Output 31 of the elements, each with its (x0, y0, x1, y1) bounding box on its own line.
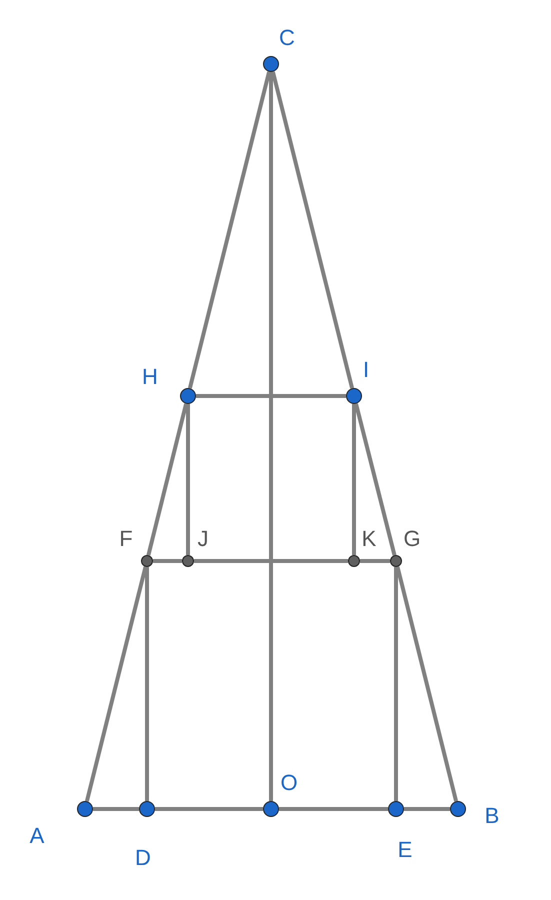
point-label: E (398, 838, 412, 862)
point-label: K (362, 527, 376, 551)
line-segment (352, 404, 356, 555)
point-label: A (30, 824, 44, 848)
point-label: D (135, 846, 151, 870)
line-segment (153, 559, 182, 563)
line-segment (404, 807, 450, 811)
point-label: O (280, 771, 298, 795)
line-segment (279, 807, 388, 811)
line-segment (93, 807, 139, 811)
point-label: H (142, 365, 158, 389)
point-label: I (362, 358, 370, 382)
line-segment (396, 566, 458, 802)
line-segment (360, 559, 390, 563)
line-segment (146, 403, 188, 556)
point-label: G (403, 527, 421, 551)
line-segment (354, 403, 396, 556)
line-segment (196, 394, 346, 398)
line-segment (145, 567, 149, 801)
point-label: F (119, 527, 133, 551)
line-segment (269, 72, 273, 801)
point-label: J (198, 527, 208, 551)
line-segment (155, 807, 263, 811)
line-segment (186, 404, 190, 555)
line-segment (194, 559, 348, 563)
line-segment (188, 71, 272, 389)
point-label: C (279, 26, 295, 50)
line-segment (394, 567, 398, 801)
line-segment (270, 71, 354, 389)
line-segment (84, 566, 148, 802)
point-label: B (484, 804, 500, 828)
